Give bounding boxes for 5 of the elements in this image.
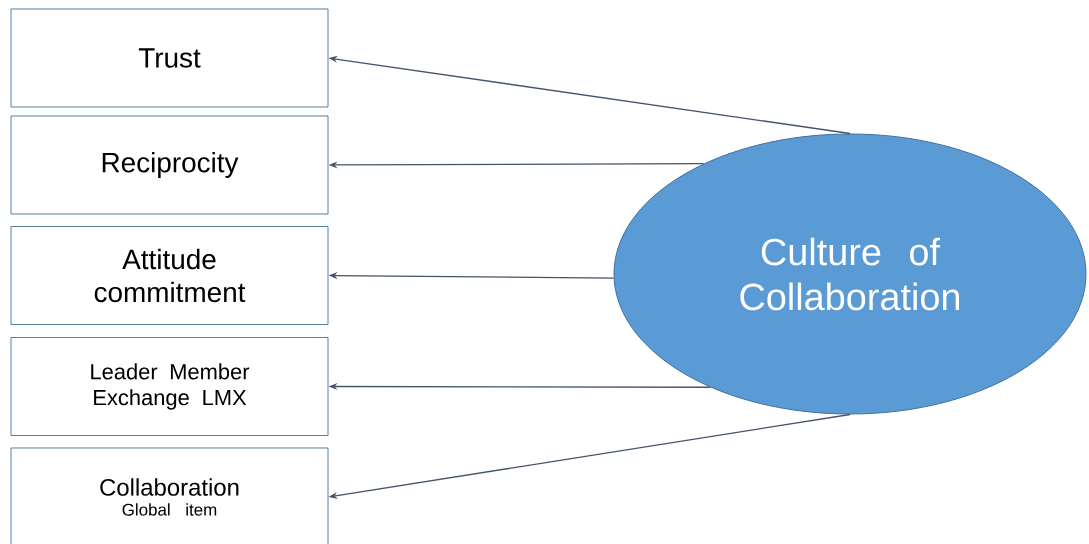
text-box: Leader Member Exchange LMX — [10, 337, 329, 436]
text-box: Attitude commitment — [10, 226, 329, 325]
text-box: Collaboration Global item — [10, 447, 329, 544]
text-box: Reciprocity — [10, 115, 329, 215]
text-box: Trust — [10, 8, 329, 108]
